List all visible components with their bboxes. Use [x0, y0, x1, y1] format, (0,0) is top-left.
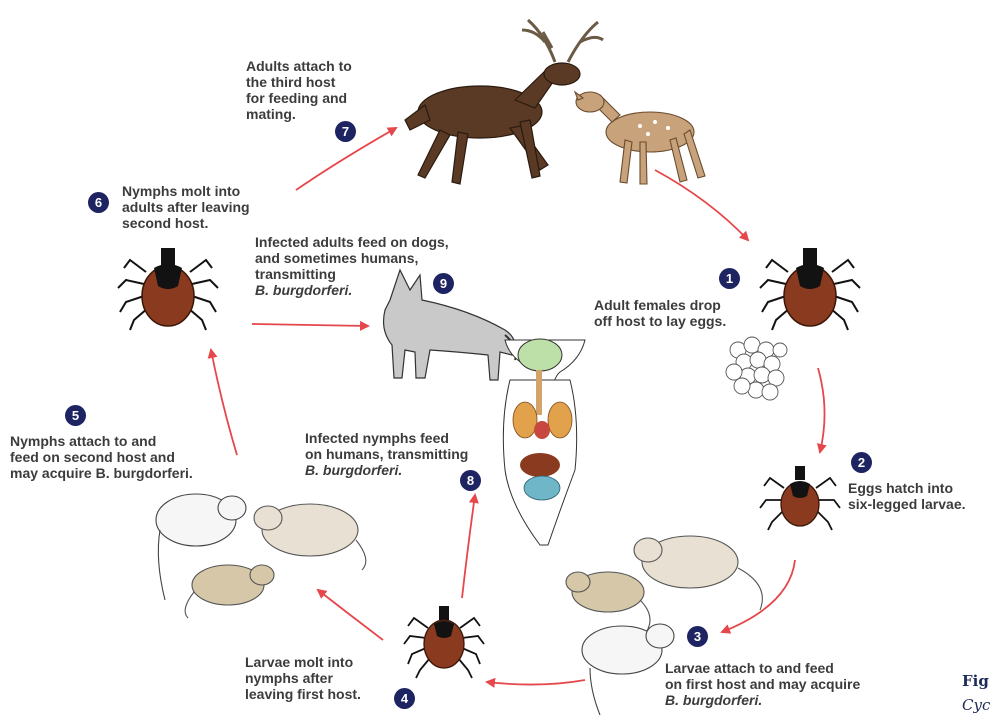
step-8-badge: 8: [460, 470, 481, 491]
mouse-icon: [185, 565, 274, 618]
tick-icon: [760, 466, 840, 530]
step-6-line-2: adults after leaving: [122, 199, 250, 215]
step-1-badge: 1: [719, 268, 740, 289]
step-8-line-1: Infected nymphs feed: [305, 430, 468, 446]
step-7-badge: 7: [335, 121, 356, 142]
step-7-text: Adults attach to the third host for feed…: [246, 58, 352, 122]
mouse-icon: [254, 504, 366, 570]
mouse-icon: [634, 536, 762, 610]
step-5-text: Nymphs attach to and feed on second host…: [10, 433, 193, 481]
step-9-text: Infected adults feed on dogs, and someti…: [255, 234, 449, 298]
fawn-icon: [575, 92, 705, 184]
step-5-line-2: feed on second host and: [10, 449, 193, 465]
tick-icon: [760, 248, 860, 330]
step-2-badge: 2: [851, 452, 872, 473]
step-7-line-1: Adults attach to: [246, 58, 352, 74]
step-4-line-2: nymphs after: [245, 670, 361, 686]
step-9-line-1: Infected adults feed on dogs,: [255, 234, 449, 250]
step-4-line-3: leaving first host.: [245, 686, 361, 702]
step-7-line-2: the third host: [246, 74, 352, 90]
deer-icon: [405, 20, 603, 184]
step-7-line-3: for feeding and: [246, 90, 352, 106]
step-9-line-2: and sometimes humans,: [255, 250, 449, 266]
step-4-line-1: Larvae molt into: [245, 654, 361, 670]
step-9-line-4: B. burgdorferi.: [255, 282, 449, 298]
eggs-icon: [726, 337, 787, 400]
step-3-line-1: Larvae attach to and feed: [665, 660, 860, 676]
step-5-badge: 5: [65, 405, 86, 426]
step-9-badge: 9: [433, 273, 454, 294]
step-9-line-3: transmitting: [255, 266, 449, 282]
step-6-line-3: second host.: [122, 215, 250, 231]
step-1-line-1: Adult females drop: [594, 297, 726, 313]
tick-icon: [404, 606, 484, 678]
step-3-badge: 3: [687, 626, 708, 647]
step-6-line-1: Nymphs molt into: [122, 183, 250, 199]
step-4-badge: 4: [394, 688, 415, 709]
step-5-line-3: may acquire B. burgdorferi.: [10, 465, 193, 481]
step-3-line-3: B. burgdorferi.: [665, 692, 860, 708]
figure-caption-label: Fig: [962, 672, 989, 690]
step-3-line-2: on first host and may acquire: [665, 676, 860, 692]
step-8-line-3: B. burgdorferi.: [305, 462, 468, 478]
step-2-text: Eggs hatch into six-legged larvae.: [848, 480, 966, 512]
step-1-text: Adult females drop off host to lay eggs.: [594, 297, 726, 329]
step-5-line-1: Nymphs attach to and: [10, 433, 193, 449]
human-organs-icon: [503, 339, 585, 545]
step-2-line-1: Eggs hatch into: [848, 480, 966, 496]
step-6-text: Nymphs molt into adults after leaving se…: [122, 183, 250, 231]
step-6-badge: 6: [88, 192, 109, 213]
step-4-text: Larvae molt into nymphs after leaving fi…: [245, 654, 361, 702]
figure-caption-text: Cyc: [962, 696, 990, 714]
step-8-line-2: on humans, transmitting: [305, 446, 468, 462]
step-7-line-4: mating.: [246, 106, 352, 122]
step-1-line-2: off host to lay eggs.: [594, 313, 726, 329]
tick-icon: [118, 248, 218, 330]
step-8-text: Infected nymphs feed on humans, transmit…: [305, 430, 468, 478]
step-2-line-2: six-legged larvae.: [848, 496, 966, 512]
step-3-text: Larvae attach to and feed on first host …: [665, 660, 860, 708]
mouse-icon: [582, 624, 674, 715]
